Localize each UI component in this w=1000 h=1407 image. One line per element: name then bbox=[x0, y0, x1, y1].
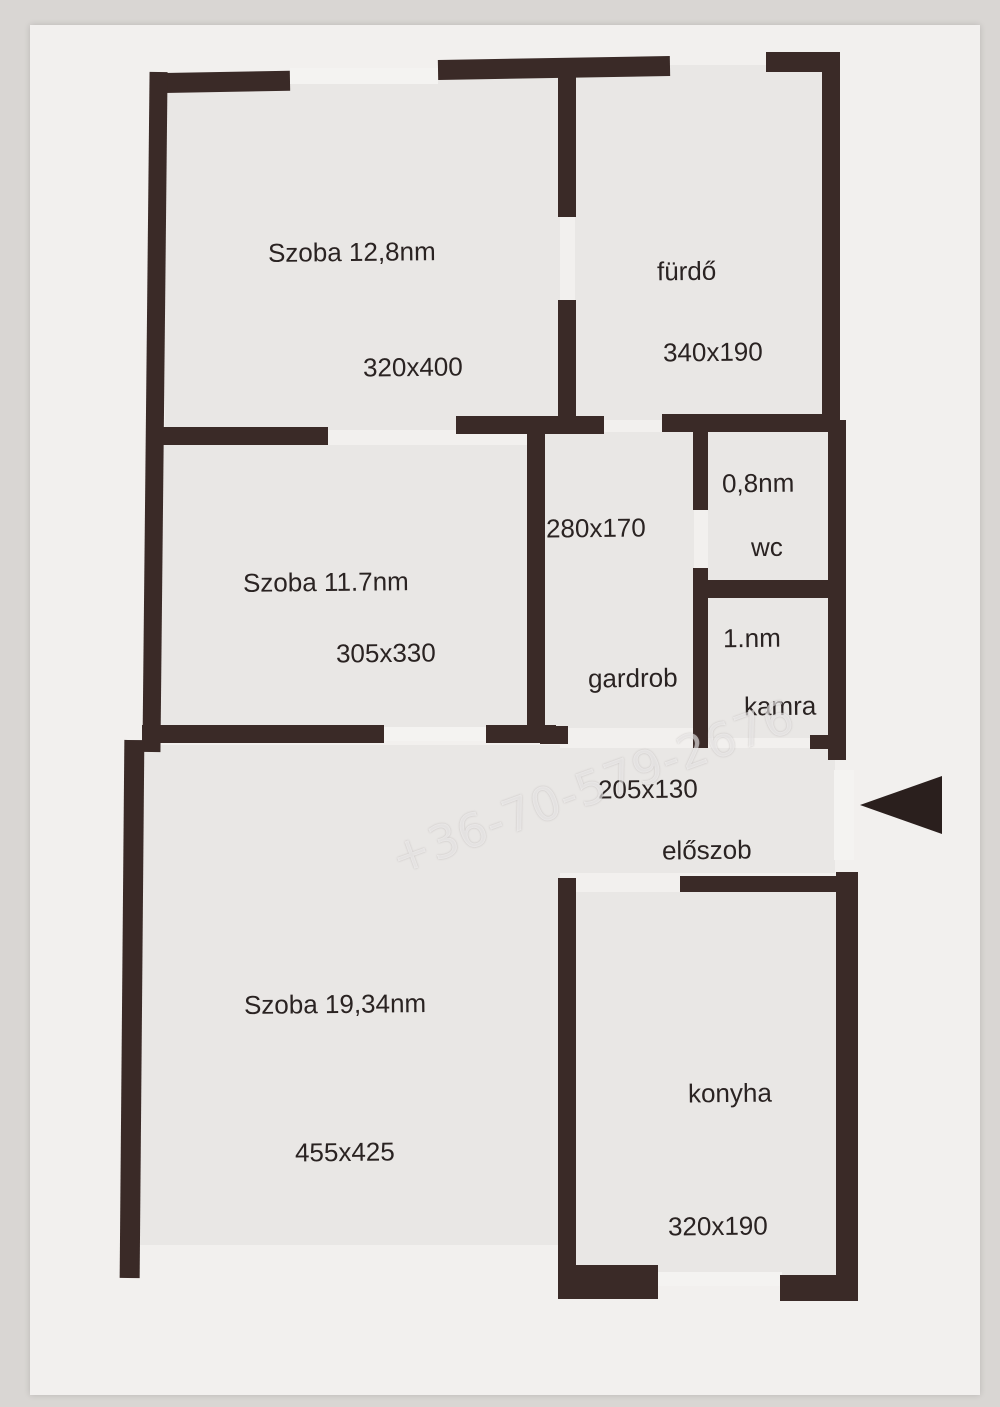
wall-bedroom1-bathroom-bottom bbox=[558, 300, 576, 430]
wall-wc-pantry bbox=[700, 580, 835, 598]
wc-name: wc bbox=[750, 531, 783, 563]
bathroom-floor bbox=[575, 65, 830, 420]
window-bedroom1 bbox=[290, 68, 438, 84]
kitchen-name: konyha bbox=[687, 1077, 772, 1109]
wall-bathroom-bottom bbox=[662, 414, 834, 432]
bedroom1-name: Szoba 12,8nm bbox=[267, 236, 436, 268]
living-size: 455x425 bbox=[294, 1136, 395, 1168]
door-entrance bbox=[834, 770, 854, 860]
outer-wall-top-right bbox=[766, 52, 838, 72]
pantry-area: 1.nm bbox=[722, 622, 781, 654]
wall-bedroom2-living-left bbox=[142, 725, 384, 743]
wardrobe-size: 280x170 bbox=[545, 512, 646, 544]
outer-wall-top-left bbox=[149, 70, 291, 94]
outer-wall-bottom-right bbox=[780, 1275, 858, 1301]
wall-bedroom1-bedroom2-left bbox=[158, 427, 328, 445]
kitchen-floor bbox=[576, 892, 838, 1277]
outer-wall-right-lower bbox=[836, 872, 858, 1300]
outer-wall-right-mid bbox=[828, 420, 846, 760]
bathroom-name: fürdő bbox=[656, 255, 717, 287]
wc-floor bbox=[708, 432, 828, 582]
wall-hall-kitchen bbox=[680, 876, 838, 892]
wall-bedroom1-bedroom2-right bbox=[456, 416, 604, 434]
bedroom1-size: 320x400 bbox=[362, 351, 463, 383]
wardrobe-name: gardrob bbox=[587, 662, 678, 694]
bedroom2-size: 305x330 bbox=[335, 637, 436, 669]
pantry-floor bbox=[708, 598, 833, 738]
wall-pantry-bottom bbox=[810, 735, 838, 749]
wall-bedroom2-wardrobe bbox=[527, 430, 545, 730]
wall-wardrobe-wc bbox=[693, 428, 708, 510]
wall-bedroom1-bathroom-top bbox=[558, 72, 576, 217]
kitchen-size: 320x190 bbox=[667, 1210, 768, 1242]
window-kitchen bbox=[658, 1272, 782, 1286]
wall-living-kitchen bbox=[558, 878, 576, 1298]
bedroom1-floor bbox=[165, 75, 560, 430]
wall-bedroom2-living-right bbox=[486, 725, 556, 743]
living-floor bbox=[140, 745, 560, 1245]
living-name: Szoba 19,34nm bbox=[243, 988, 427, 1020]
door-bedroom2 bbox=[384, 727, 486, 741]
outer-wall-top-mid bbox=[437, 55, 671, 81]
entrance-arrow-icon bbox=[860, 776, 942, 834]
bedroom2-name: Szoba 11.7nm bbox=[242, 566, 409, 598]
wc-area: 0,8nm bbox=[721, 467, 795, 499]
wardrobe-floor bbox=[542, 432, 694, 728]
outer-wall-right-upper bbox=[822, 52, 840, 432]
hall-name: előszob bbox=[661, 834, 752, 866]
wall-wardrobe-pantry bbox=[693, 568, 708, 748]
bedroom2-floor bbox=[152, 445, 530, 727]
hall-floor bbox=[560, 748, 835, 873]
wall-wardrobe-bottom bbox=[540, 726, 568, 744]
bathroom-size: 340x190 bbox=[662, 336, 763, 368]
